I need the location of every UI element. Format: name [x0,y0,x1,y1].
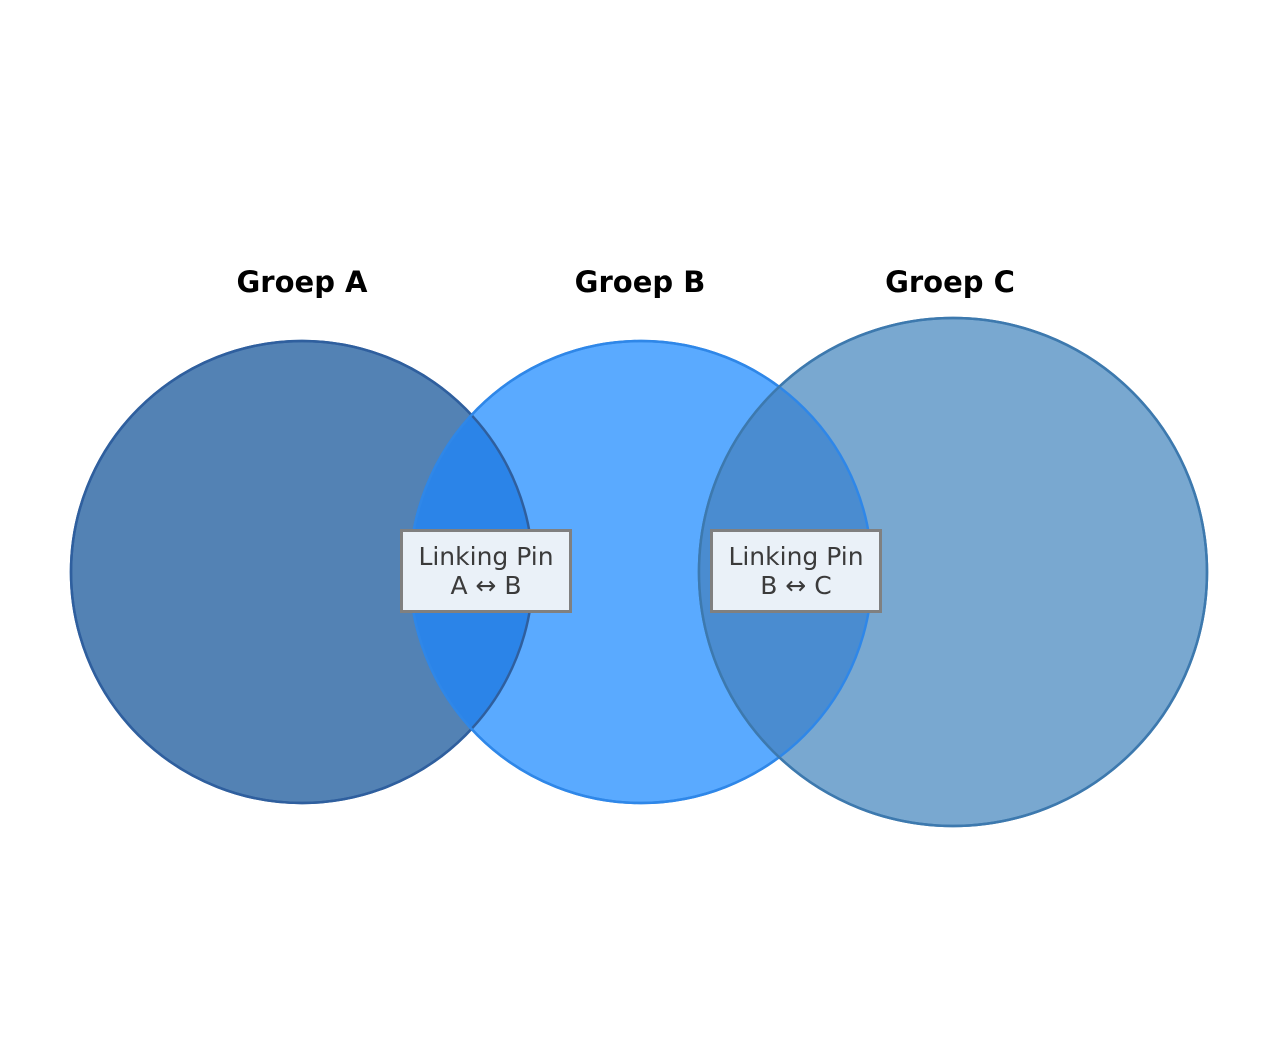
group-label-a: Groep A [236,265,368,299]
circle-groep-c-outline [697,316,1209,828]
linking-pin-box-b-c[interactable]: Linking Pin B ↔ C [710,529,882,613]
linking-pin-title-b-c: Linking Pin [728,541,864,571]
group-label-c: Groep C [885,265,1015,299]
linking-pin-relation-a-b: A ↔ B [450,571,522,600]
group-label-b: Groep B [574,265,706,299]
linking-pin-title-a-b: Linking Pin [418,541,554,571]
overlap-region-b-c [699,341,872,803]
linking-pin-box-a-b[interactable]: Linking Pin A ↔ B [400,529,572,613]
linking-pin-relation-b-c: B ↔ C [760,571,832,600]
